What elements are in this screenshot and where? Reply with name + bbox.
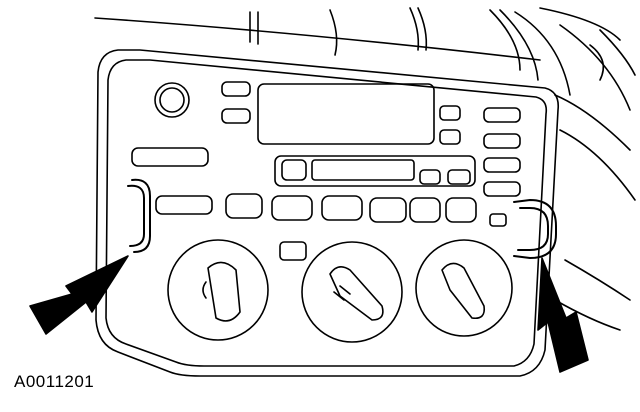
- climate-knob-right: [415, 239, 513, 337]
- removal-tool-right: [513, 199, 557, 259]
- figure-id-label: A0011201: [14, 372, 95, 391]
- callout-arrow-right: [537, 257, 589, 373]
- radio-panel: [131, 81, 521, 261]
- callout-arrow-left: [29, 255, 129, 335]
- climate-knob-left: [167, 239, 269, 341]
- dashboard-background-lines: [94, 7, 636, 331]
- removal-tool-left: [127, 178, 151, 253]
- radio-bezel: [95, 49, 560, 377]
- climate-knob-center: [301, 241, 403, 343]
